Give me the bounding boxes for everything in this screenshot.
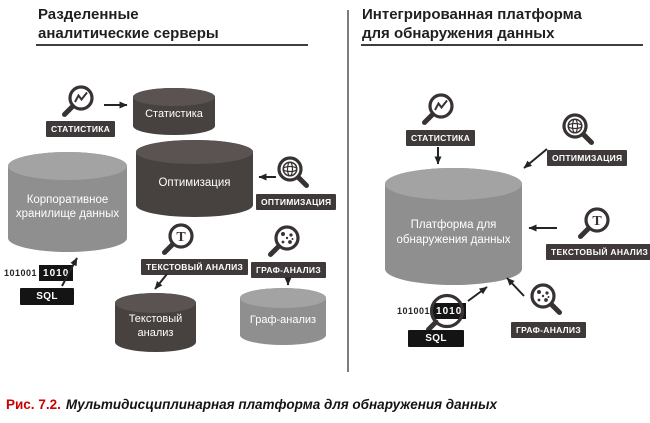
binary-snippet-right: 101001 1010 [397, 303, 467, 319]
cylinder-text-analysis: Текстовый анализ [115, 293, 196, 352]
arrow-optimization-right [523, 148, 548, 169]
statistics-magnifier-icon [62, 85, 94, 117]
cylinder-optimization-label: Оптимизация [158, 176, 231, 189]
cylinder-warehouse-label: Корпоративное хранилище данных [15, 193, 120, 220]
right-title-line1: Интегрированная платформа [362, 6, 582, 23]
binary-box-left: 1010 [39, 265, 74, 281]
right-panel-title: Интегрированная платформа для обнаружени… [362, 6, 582, 44]
label-text-analysis-left: ТЕКСТОВЫЙ АНАЛИЗ [141, 259, 249, 275]
label-graph-analysis-right: ГРАФ-АНАЛИЗ [511, 322, 586, 338]
label-graph-analysis-left: ГРАФ-АНАЛИЗ [251, 262, 326, 278]
left-title-line1: Разделенные [38, 6, 139, 23]
binary-snippet-left: 101001 1010 [4, 265, 74, 281]
figure-caption: Рис. 7.2. Мультидисциплинарная платформа … [6, 397, 497, 412]
left-title-line2: аналитические серверы [38, 24, 219, 42]
label-optimization-left: ОПТИМИЗАЦИЯ [256, 194, 337, 210]
label-text-analysis-right: ТЕКСТОВЫЙ АНАЛИЗ [546, 244, 650, 260]
binary-box-right: 1010 [432, 303, 467, 319]
optimization-magnifier-icon-right [562, 113, 594, 145]
left-title-underline [36, 44, 308, 46]
cylinder-platform-label: Платформа для обнаружения данных [396, 219, 511, 246]
label-sql-left: SQL [20, 288, 74, 305]
label-statistics-right: СТАТИСТИКА [406, 130, 476, 146]
right-title-underline [361, 44, 643, 46]
cylinder-graph-analysis-label: Граф-анализ [249, 313, 317, 326]
figure-number: Рис. 7.2. [6, 397, 61, 412]
figure-title: Мультидисциплинарная платформа для обнар… [65, 397, 498, 412]
graph-analysis-magnifier-icon-right [530, 283, 562, 315]
right-title-line2: для обнаружения данных [362, 24, 555, 42]
label-statistics-left: СТАТИСТИКА [46, 121, 116, 137]
text-analysis-magnifier-icon: Т [162, 223, 194, 255]
optimization-magnifier-icon [277, 156, 309, 188]
text-analysis-letter: Т [176, 230, 186, 245]
arrow-text-analysis-left [154, 273, 168, 290]
cylinder-statistics: Статистика [133, 88, 215, 135]
label-sql-right: SQL [408, 330, 464, 347]
left-panel-title: Разделенные аналитические серверы [38, 6, 219, 44]
binary-prefix-left: 101001 [4, 268, 38, 278]
panel-divider [347, 10, 349, 372]
statistics-magnifier-icon-right [422, 93, 454, 125]
binary-prefix-right: 101001 [397, 306, 431, 316]
sql-magnifier-icon [426, 293, 465, 332]
cylinder-warehouse: Корпоративное хранилище данных [8, 152, 127, 252]
graph-analysis-magnifier-icon [268, 225, 300, 257]
text-analysis-letter-right: Т [592, 214, 602, 229]
cylinder-optimization: Оптимизация [136, 140, 253, 217]
cylinder-platform: Платформа для обнаружения данных [385, 168, 522, 285]
text-analysis-magnifier-icon-right: Т [578, 207, 610, 239]
label-optimization-right: ОПТИМИЗАЦИЯ [547, 150, 628, 166]
cylinder-graph-analysis: Граф-анализ [240, 288, 326, 345]
cylinder-text-analysis-label: Текстовый анализ [128, 312, 183, 339]
cylinder-statistics-label: Статистика [145, 108, 203, 121]
